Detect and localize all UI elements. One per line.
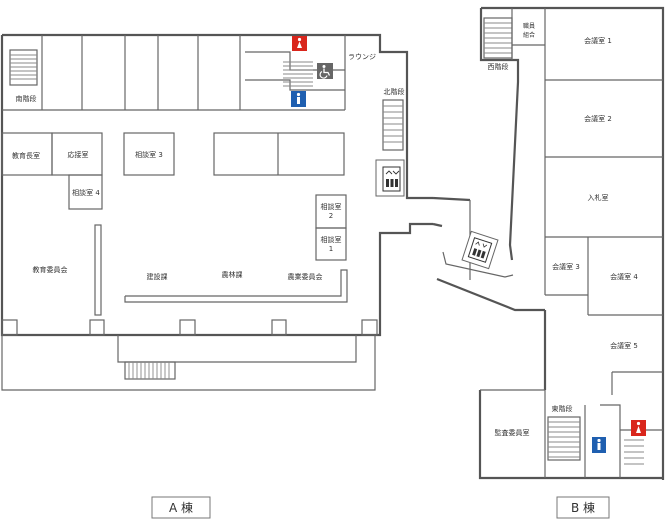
label-meeting-4: 会議室 4 — [610, 272, 638, 281]
toilet-women-icon — [292, 36, 307, 51]
label-staff-union: 職員組合 — [523, 22, 535, 39]
caption-building-b: B 棟 — [556, 496, 610, 519]
link-corridor — [432, 196, 545, 312]
a-south-stairs — [9, 49, 38, 86]
b-west-stairs — [483, 17, 513, 59]
label-east-stairs: 東階段 — [552, 404, 573, 413]
label-bidding: 入札室 — [588, 193, 609, 202]
label-meeting-2: 会議室 2 — [584, 114, 612, 123]
a-outer-wall — [0, 35, 433, 337]
building-a — [0, 33, 433, 391]
label-audit: 監査委員室 — [495, 428, 530, 437]
caption-b-text: B 棟 — [571, 500, 595, 515]
label-consult-3: 相談室 3 — [135, 150, 163, 159]
b-south-wall — [478, 390, 663, 480]
a-elevator — [375, 159, 405, 197]
label-meeting-1: 会議室 1 — [584, 36, 612, 45]
caption-building-a: A 棟 — [151, 496, 211, 519]
label-agri-committee: 農業委員会 — [288, 272, 323, 281]
a-lower-annex — [1, 335, 376, 391]
label-b-meeting-3: 会議室 3 — [552, 262, 580, 271]
caption-a-text: A 棟 — [169, 500, 193, 515]
toilet-women-icon-b — [631, 420, 646, 436]
a-bottom-stairs — [124, 361, 176, 380]
b-west-wall — [479, 8, 520, 261]
label-south-stairs: 南階段 — [16, 94, 37, 103]
b-east-stairs — [547, 416, 581, 461]
accessible-toilet-icon — [317, 63, 333, 79]
b-elevator — [461, 230, 499, 270]
label-meeting-5: 会議室 5 — [610, 341, 638, 350]
a-north-stairs — [382, 99, 404, 151]
building-b — [478, 6, 665, 480]
toilet-men-icon-b — [592, 437, 606, 453]
a-canopy — [117, 335, 357, 363]
a-outer-wall-north — [2, 33, 433, 200]
b-north-east-wall — [481, 6, 665, 480]
toilet-men-icon — [291, 91, 306, 107]
label-board-of-education: 教育委員会 — [33, 265, 68, 274]
label-consult-4: 相談室 4 — [72, 188, 100, 197]
label-north-stairs: 北階段 — [384, 87, 405, 96]
a-core-stairs — [283, 61, 313, 87]
label-superintendent: 教育長室 — [12, 151, 40, 160]
label-reception: 応接室 — [68, 150, 89, 159]
label-construction: 建設課 — [147, 272, 168, 281]
label-agriculture: 農林課 — [222, 270, 243, 279]
label-lounge: ラウンジ — [348, 53, 376, 61]
label-west-stairs: 西階段 — [488, 62, 509, 71]
